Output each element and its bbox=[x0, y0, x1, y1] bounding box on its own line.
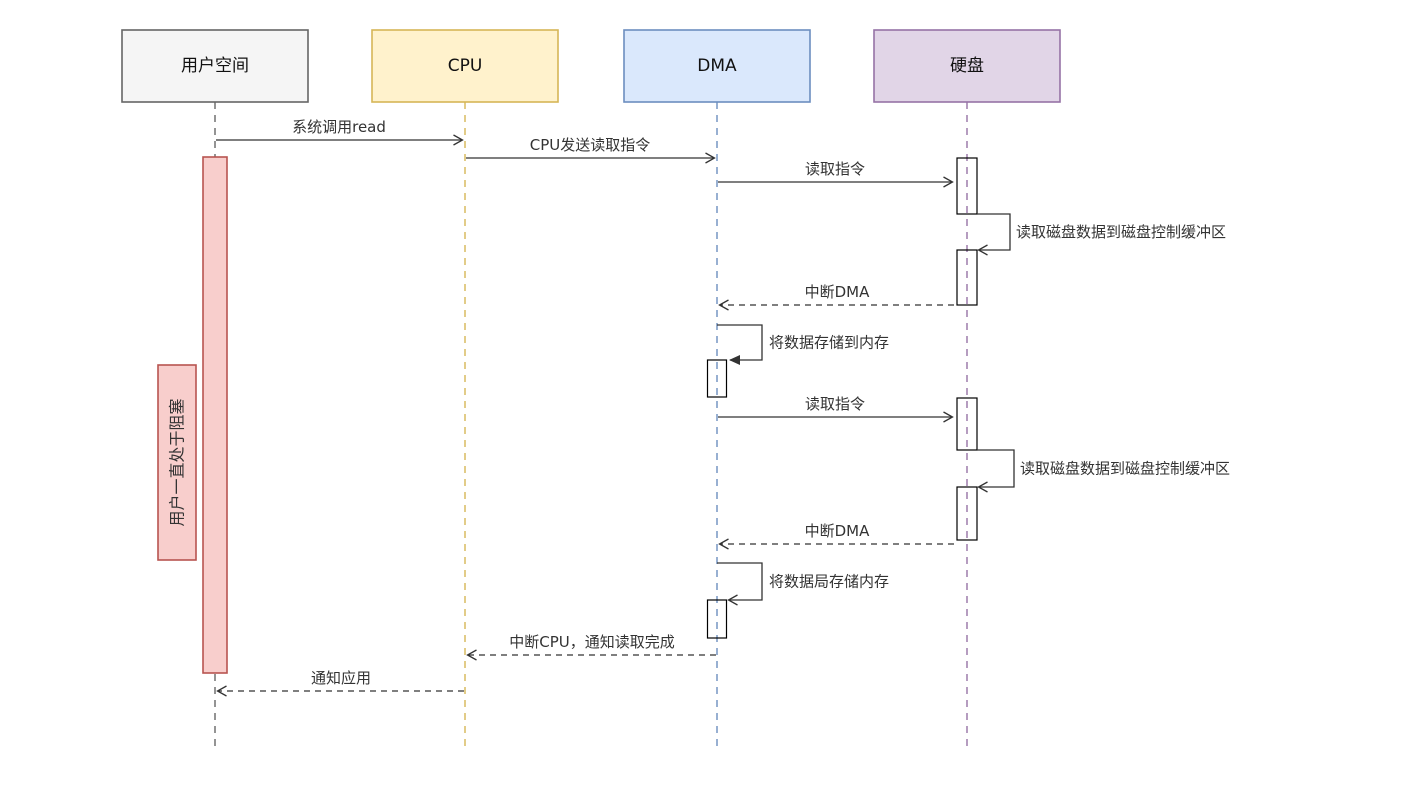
actor-label-cpu: CPU bbox=[448, 56, 483, 76]
actor-box-dma bbox=[623, 29, 811, 103]
self-message-label-4: 读取磁盘数据到磁盘控制缓冲区 bbox=[1016, 223, 1226, 241]
self-message-label-6: 将数据存储到内存 bbox=[769, 334, 889, 352]
actor-label-hdd: 硬盘 bbox=[950, 56, 984, 76]
self-message-label-10: 将数据局存储内存 bbox=[769, 573, 889, 591]
activation-bar-user-blocking bbox=[202, 156, 228, 674]
activation-bar-hdd-4 bbox=[956, 486, 978, 541]
blocking-note-label: 用户一直处于阻塞 bbox=[168, 398, 187, 526]
message-label-5: 中断DMA bbox=[805, 283, 870, 301]
activation-bar-dma-1 bbox=[706, 359, 728, 398]
activation-bar-dma-2 bbox=[706, 599, 728, 639]
message-label-3: 读取指令 bbox=[805, 160, 865, 178]
actor-box-cpu bbox=[371, 29, 559, 103]
activation-bar-hdd-2 bbox=[956, 249, 978, 306]
self-message-arrow-4 bbox=[977, 213, 1011, 256]
message-label-11: 中断CPU，通知读取完成 bbox=[509, 633, 675, 651]
message-label-2: CPU发送读取指令 bbox=[530, 136, 651, 154]
activation-bar-hdd-1 bbox=[956, 157, 978, 215]
activation-bar-hdd-3 bbox=[956, 397, 978, 451]
actor-label-dma: DMA bbox=[697, 56, 737, 76]
self-message-arrow-10 bbox=[717, 562, 763, 606]
blocking-note-box bbox=[157, 364, 197, 561]
message-label-9: 中断DMA bbox=[805, 522, 870, 540]
message-label-1: 系统调用read bbox=[292, 118, 386, 136]
self-message-arrow-6 bbox=[717, 324, 763, 365]
message-label-12: 通知应用 bbox=[311, 669, 371, 687]
message-label-7: 读取指令 bbox=[805, 395, 865, 413]
self-message-arrow-8 bbox=[977, 449, 1015, 493]
actor-label-user: 用户空间 bbox=[181, 56, 249, 76]
self-message-label-8: 读取磁盘数据到磁盘控制缓冲区 bbox=[1020, 460, 1230, 478]
actor-box-hdd bbox=[873, 29, 1061, 103]
actor-box-user bbox=[121, 29, 309, 103]
